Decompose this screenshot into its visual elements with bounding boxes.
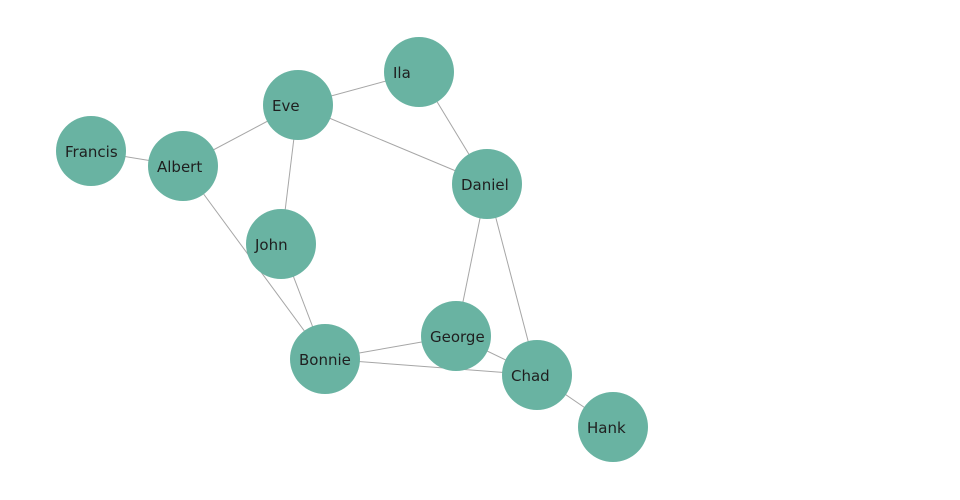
edge-bonnie-chad [324,358,538,376]
node-label: John [254,236,288,254]
node-ila[interactable]: Ila [384,37,454,107]
node-label: Chad [511,367,550,385]
node-circle[interactable] [384,37,454,107]
node-circle[interactable] [421,301,491,371]
node-label: Daniel [461,176,509,194]
node-john[interactable]: John [246,209,316,279]
node-circle[interactable] [263,70,333,140]
node-daniel[interactable]: Daniel [452,149,522,219]
node-label: Francis [65,143,118,161]
node-label: George [430,328,485,346]
node-circle[interactable] [56,116,126,186]
node-circle[interactable] [578,392,648,462]
node-francis[interactable]: Francis [56,116,126,186]
node-circle[interactable] [148,131,218,201]
node-circle[interactable] [502,340,572,410]
node-circle[interactable] [246,209,316,279]
node-circle[interactable] [452,149,522,219]
node-label: Bonnie [299,351,351,369]
node-label: Eve [272,97,300,115]
node-hank[interactable]: Hank [578,392,648,462]
node-label: Albert [157,158,202,176]
node-albert[interactable]: Albert [148,131,218,201]
node-label: Hank [587,419,626,437]
node-bonnie[interactable]: Bonnie [290,324,360,394]
node-george[interactable]: George [421,301,491,371]
node-chad[interactable]: Chad [502,340,572,410]
node-label: Ila [393,64,411,82]
node-eve[interactable]: Eve [263,70,333,140]
node-circle[interactable] [290,324,360,394]
